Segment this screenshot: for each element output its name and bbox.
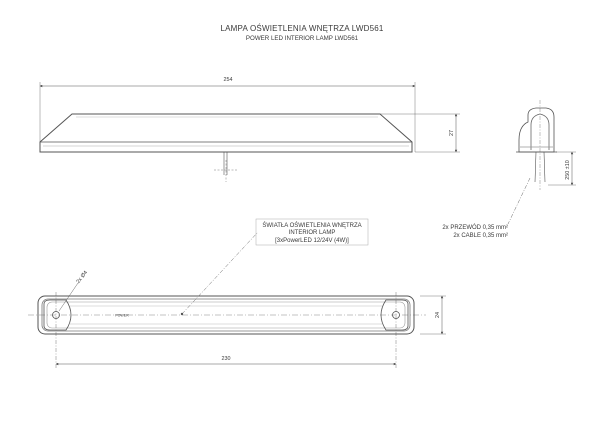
hole-diameter-text: 2x Ø4 — [75, 270, 89, 285]
end-cap-right — [380, 299, 409, 331]
led-point — [180, 312, 184, 316]
end-view-body — [518, 107, 555, 153]
drawing-title: LAMPA OŚWIETLENIA WNĘTRZA LWD561 — [220, 24, 383, 33]
light-source-callout-box — [255, 218, 369, 246]
light-source-callout-line-1: ŚWIATŁA OŚWIETLENIA WNĘTRZA — [262, 221, 361, 229]
cable-callout-line-2: 2x CABLE 0,35 mm² — [453, 233, 508, 239]
end-view — [516, 100, 576, 190]
side-view — [39, 82, 460, 182]
height-dimension-text: 27 — [449, 130, 455, 136]
cable-callout-line-1: 2x PRZEWÓD 0,35 mm² — [442, 224, 508, 231]
cable-callout — [507, 177, 531, 225]
mounting-length-text: 230 — [222, 356, 231, 362]
lens-label: POWER — [115, 314, 129, 318]
end-cap-left — [43, 299, 72, 331]
top-view — [28, 231, 446, 368]
drawing-subtitle: POWER LED INTERIOR LAMP LWD561 — [246, 35, 359, 42]
light-source-callout-line-2: INTERIOR LAMP — [289, 230, 336, 236]
width-dimension-text: 24 — [435, 312, 441, 318]
light-source-callout-line-3: [3xPowerLED 12/24V (4W)] — [275, 238, 349, 244]
length-dimension-text: 254 — [224, 77, 233, 83]
cable-length-text: 250 ±10 — [565, 160, 571, 179]
